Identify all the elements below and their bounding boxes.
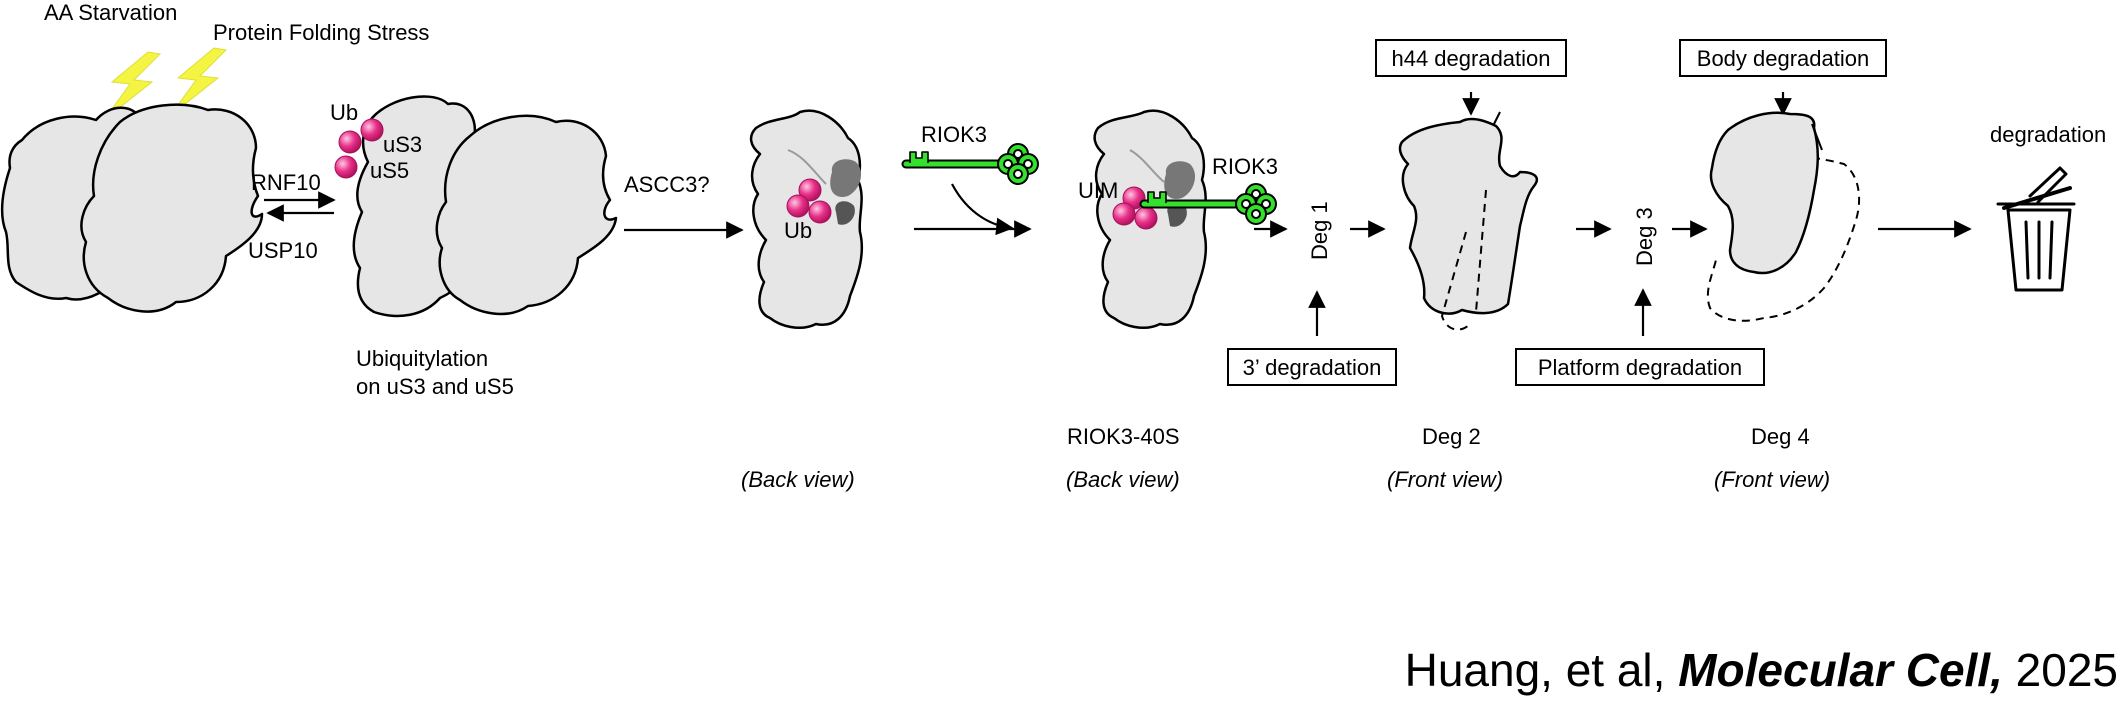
us3-label: uS3 <box>383 132 422 157</box>
ubiquitin-sphere <box>338 130 362 154</box>
citation: Huang, et al, Molecular Cell, 2025 <box>1405 644 2118 696</box>
ubiquitin-sphere <box>786 194 810 218</box>
ub-label: Ub <box>784 218 812 243</box>
body-degradation-label: Body degradation <box>1697 46 1869 71</box>
usp10-label: USP10 <box>248 238 318 263</box>
deg2-label: Deg 2 <box>1422 424 1481 449</box>
lightning-bolt-icon <box>169 47 228 117</box>
ubiquitin-sphere <box>360 118 384 142</box>
h44-degradation-box <box>1375 39 1567 77</box>
final-degradation-label: degradation <box>1990 122 2106 147</box>
back-view-caption: (Back view) <box>741 467 855 492</box>
ribosome-60s <box>435 114 618 316</box>
riok3-label: RIOK3 <box>921 122 987 147</box>
uim-label: UIM <box>1078 178 1118 203</box>
body-degradation-box <box>1679 39 1887 77</box>
degraded-outline <box>1706 148 1861 322</box>
citation-year: 2025 <box>2003 644 2118 696</box>
ubiquitin-sphere <box>808 200 832 224</box>
riok3-bound-label: RIOK3 <box>1212 154 1278 179</box>
aa-starvation-label: AA Starvation <box>44 0 177 25</box>
three-prime-degradation-box <box>1227 348 1397 386</box>
platform-degradation-label: Platform degradation <box>1538 355 1742 380</box>
front-view-caption: (Front view) <box>1714 467 1830 492</box>
ubiquitin-sphere <box>1134 206 1158 230</box>
front-view-caption: (Front view) <box>1387 467 1503 492</box>
deg3-label: Deg 3 <box>1632 207 1657 266</box>
deg4-label: Deg 4 <box>1751 424 1810 449</box>
ribosome-40s-front-view <box>1709 111 1819 275</box>
us5-label: uS5 <box>370 158 409 183</box>
three-prime-degradation-label: 3’ degradation <box>1243 355 1382 380</box>
deg1-label: Deg 1 <box>1307 201 1332 260</box>
ubiquitin-sphere <box>334 155 358 179</box>
ubiquitylation-caption: on uS3 and uS5 <box>356 374 514 399</box>
ub-label: Ub <box>330 100 358 125</box>
ribosome-60s <box>80 103 264 313</box>
dark-feature <box>830 159 862 197</box>
protein-folding-stress-label: Protein Folding Stress <box>213 20 429 45</box>
back-view-caption: (Back view) <box>1066 467 1180 492</box>
riok3-40s-caption: RIOK3-40S <box>1067 424 1180 449</box>
riok3-binding-arrow <box>951 183 1014 236</box>
ubiquitylation-caption: Ubiquitylation <box>356 346 488 371</box>
citation-journal: Molecular Cell, <box>1678 644 2003 696</box>
ascc3-label: ASCC3? <box>624 172 710 197</box>
h44-degradation-label: h44 degradation <box>1391 46 1550 71</box>
riok3-key-icon <box>906 144 1038 184</box>
rnf10-label: RNF10 <box>251 170 321 195</box>
trash-bin-icon <box>1996 166 2076 292</box>
platform-degradation-box <box>1515 348 1765 386</box>
lightning-bolt-icon <box>103 51 162 121</box>
ubiquitin-sphere <box>1112 202 1136 226</box>
ribosome-40s-front-view <box>1398 117 1539 315</box>
citation-authors: Huang, et al, <box>1405 644 1679 696</box>
